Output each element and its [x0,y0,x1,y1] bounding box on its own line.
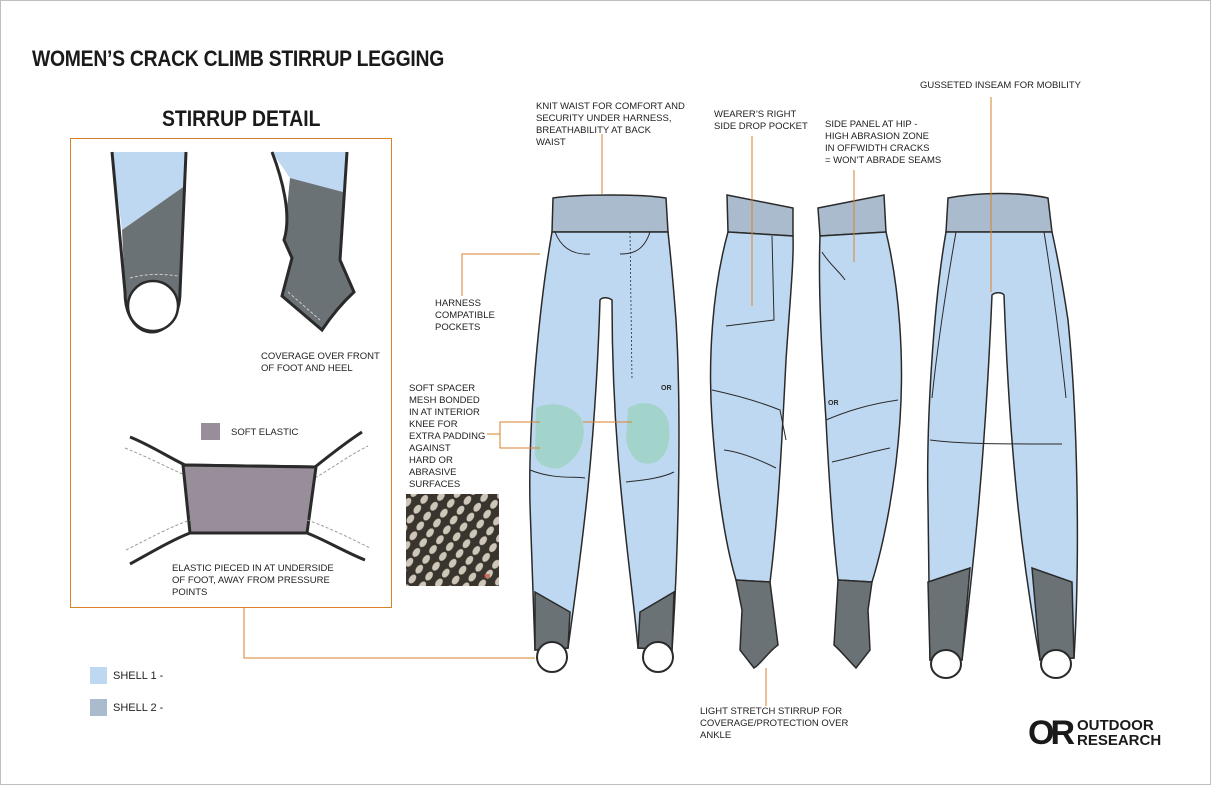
front-or-tag: OR [661,385,672,392]
spacer-mesh-swatch [406,494,499,586]
side-or-tag: OR [828,400,839,407]
legend-label-shell-1: SHELL 1 - [113,669,164,682]
logo-line-2: RESEARCH [1077,732,1162,749]
side-panel-callout: SIDE PANEL AT HIP - HIGH ABRASION ZONE I… [825,119,942,166]
legend-label-shell-2: SHELL 2 - [113,701,164,714]
harness-pockets-callout: HARNESS COMPATIBLE POCKETS [435,298,495,333]
legging-back-view [926,192,1079,679]
stirrup-front-sketch [110,151,188,334]
gusseted-inseam-callout: GUSSETED INSEAM FOR MOBILITY [920,80,1081,91]
outdoor-research-logo: OR OUTDOOR RESEARCH [1028,716,1161,750]
legging-side-view-right: OR [817,194,903,670]
coverage-callout: COVERAGE OVER FRONT OF FOOT AND HEEL [261,351,380,374]
stirrup-side-sketch [270,151,356,333]
legend-swatch-shell-2 [90,699,107,716]
soft-elastic-swatch [201,423,220,440]
soft-elastic-label: SOFT ELASTIC [231,427,299,438]
logo-line-1: OUTDOOR [1077,717,1154,734]
elastic-underside-sketch [124,430,371,566]
legging-side-view-left [709,194,794,669]
knit-waist-callout: KNIT WAIST FOR COMFORT AND SECURITY UNDE… [536,101,685,148]
logo-mark: OR [1028,714,1075,752]
document-title: WOMEN’S CRACK CLIMB STIRRUP LEGGING [32,46,445,71]
stirrup-callout: LIGHT STRETCH STIRRUP FOR COVERAGE/PROTE… [700,706,849,741]
callout-leader-lines [243,97,992,706]
detail-title: STIRRUP DETAIL [162,106,321,131]
legend-swatch-shell-1 [90,667,107,684]
legend-shell-1: SHELL 1 - [90,667,163,684]
elastic-pieced-callout: ELASTIC PIECED IN AT UNDERSIDE OF FOOT, … [172,563,334,598]
legend-shell-2: SHELL 2 - [90,699,163,716]
drop-pocket-callout: WEARER’S RIGHT SIDE DROP POCKET [714,109,808,132]
spacer-mesh-callout: SOFT SPACER MESH BONDED IN AT INTERIOR K… [409,383,486,490]
stirrup-detail-box [70,138,392,608]
legging-front-view: OR [529,194,680,673]
